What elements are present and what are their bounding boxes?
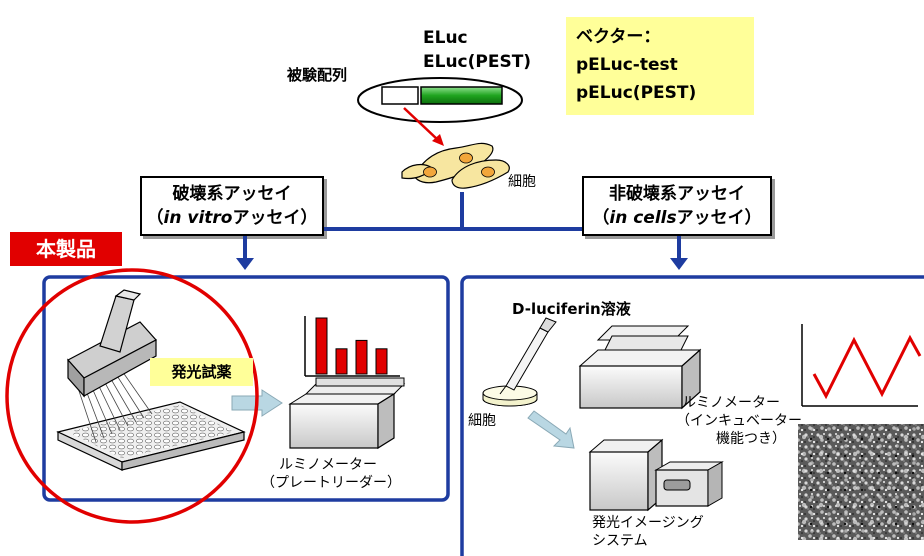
arrow-to-left-panel [236,258,254,270]
bar-chart-bar [335,348,348,375]
gene-name-eluc: ELuc [423,28,468,48]
incubator-luminometer-label: ルミノメーター （インキュベーター 機能つき） [672,394,806,448]
bar-chart-bar [375,348,388,375]
destructive-assay-title: 破壊系アッセイ [172,184,292,204]
cells-label-top: 細胞 [508,174,536,190]
process-arrow-right [527,410,575,449]
plate-reader-type: （プレートリーダー） [261,475,401,491]
imaging-system-label: 発光イメージング システム [592,514,704,550]
vector-heading: ベクター： [576,27,661,47]
nondestructive-assay-subtitle: （in cellsアッセイ） [592,208,762,228]
cells-illustration [401,142,510,189]
flow-connector [243,192,681,258]
culture-dish [482,385,538,407]
product-badge: 本製品 [10,232,122,266]
bar-chart-bar [355,339,368,375]
multichannel-pipette [67,289,157,443]
reagent-label: 発光試薬 [150,358,253,386]
luminescence-image [798,424,924,540]
bar-chart-icon [304,316,400,377]
nondestructive-assay-box: 非破壊系アッセイ （in cellsアッセイ） [582,176,772,236]
cells-label-dish: 細胞 [468,413,496,429]
incubator-luminometer-feature: 機能つき） [716,431,786,447]
plate-reader-device [288,377,406,450]
transfection-arrow [403,107,444,146]
substrate-label: D-luciferin溶液 [512,300,631,318]
imaging-system-type: システム [592,533,648,549]
incubator-luminometer-type: （インキュベーター [676,413,802,429]
destructive-assay-subtitle: （in vitroアッセイ） [146,208,318,228]
vector-info-box: ベクター： pELuc-test pELuc(PEST) [566,17,754,115]
plate-reader-name: ルミノメーター [279,457,377,473]
plate-reader-label: ルミノメーター （プレートリーダー） [261,456,401,492]
vector-name-pest: pELuc(PEST) [576,83,697,103]
left-panel-frame [42,275,450,502]
right-panel-frame [460,275,924,556]
gene-name-eluc-pest: ELuc(PEST) [423,52,532,72]
plasmid-vector [357,77,523,123]
imaging-system-name: 発光イメージング [592,515,704,531]
nondestructive-assay-title: 非破壊系アッセイ [609,184,745,204]
microplate-illustration [56,401,246,471]
incubator-luminometer-name: ルミノメーター [682,395,780,411]
incubator-luminometer-device [578,325,702,410]
dropper-pipette [499,317,557,395]
product-highlight-circle [5,268,259,524]
arrow-to-right-panel [670,258,688,270]
luminescence-trace-chart [798,322,924,408]
vector-name-test: pELuc-test [576,55,678,75]
destructive-assay-box: 破壊系アッセイ （in vitroアッセイ） [140,176,324,236]
bar-chart-bar [315,317,328,375]
imaging-system-device [588,438,724,512]
test-sequence-label: 被験配列 [287,66,348,84]
